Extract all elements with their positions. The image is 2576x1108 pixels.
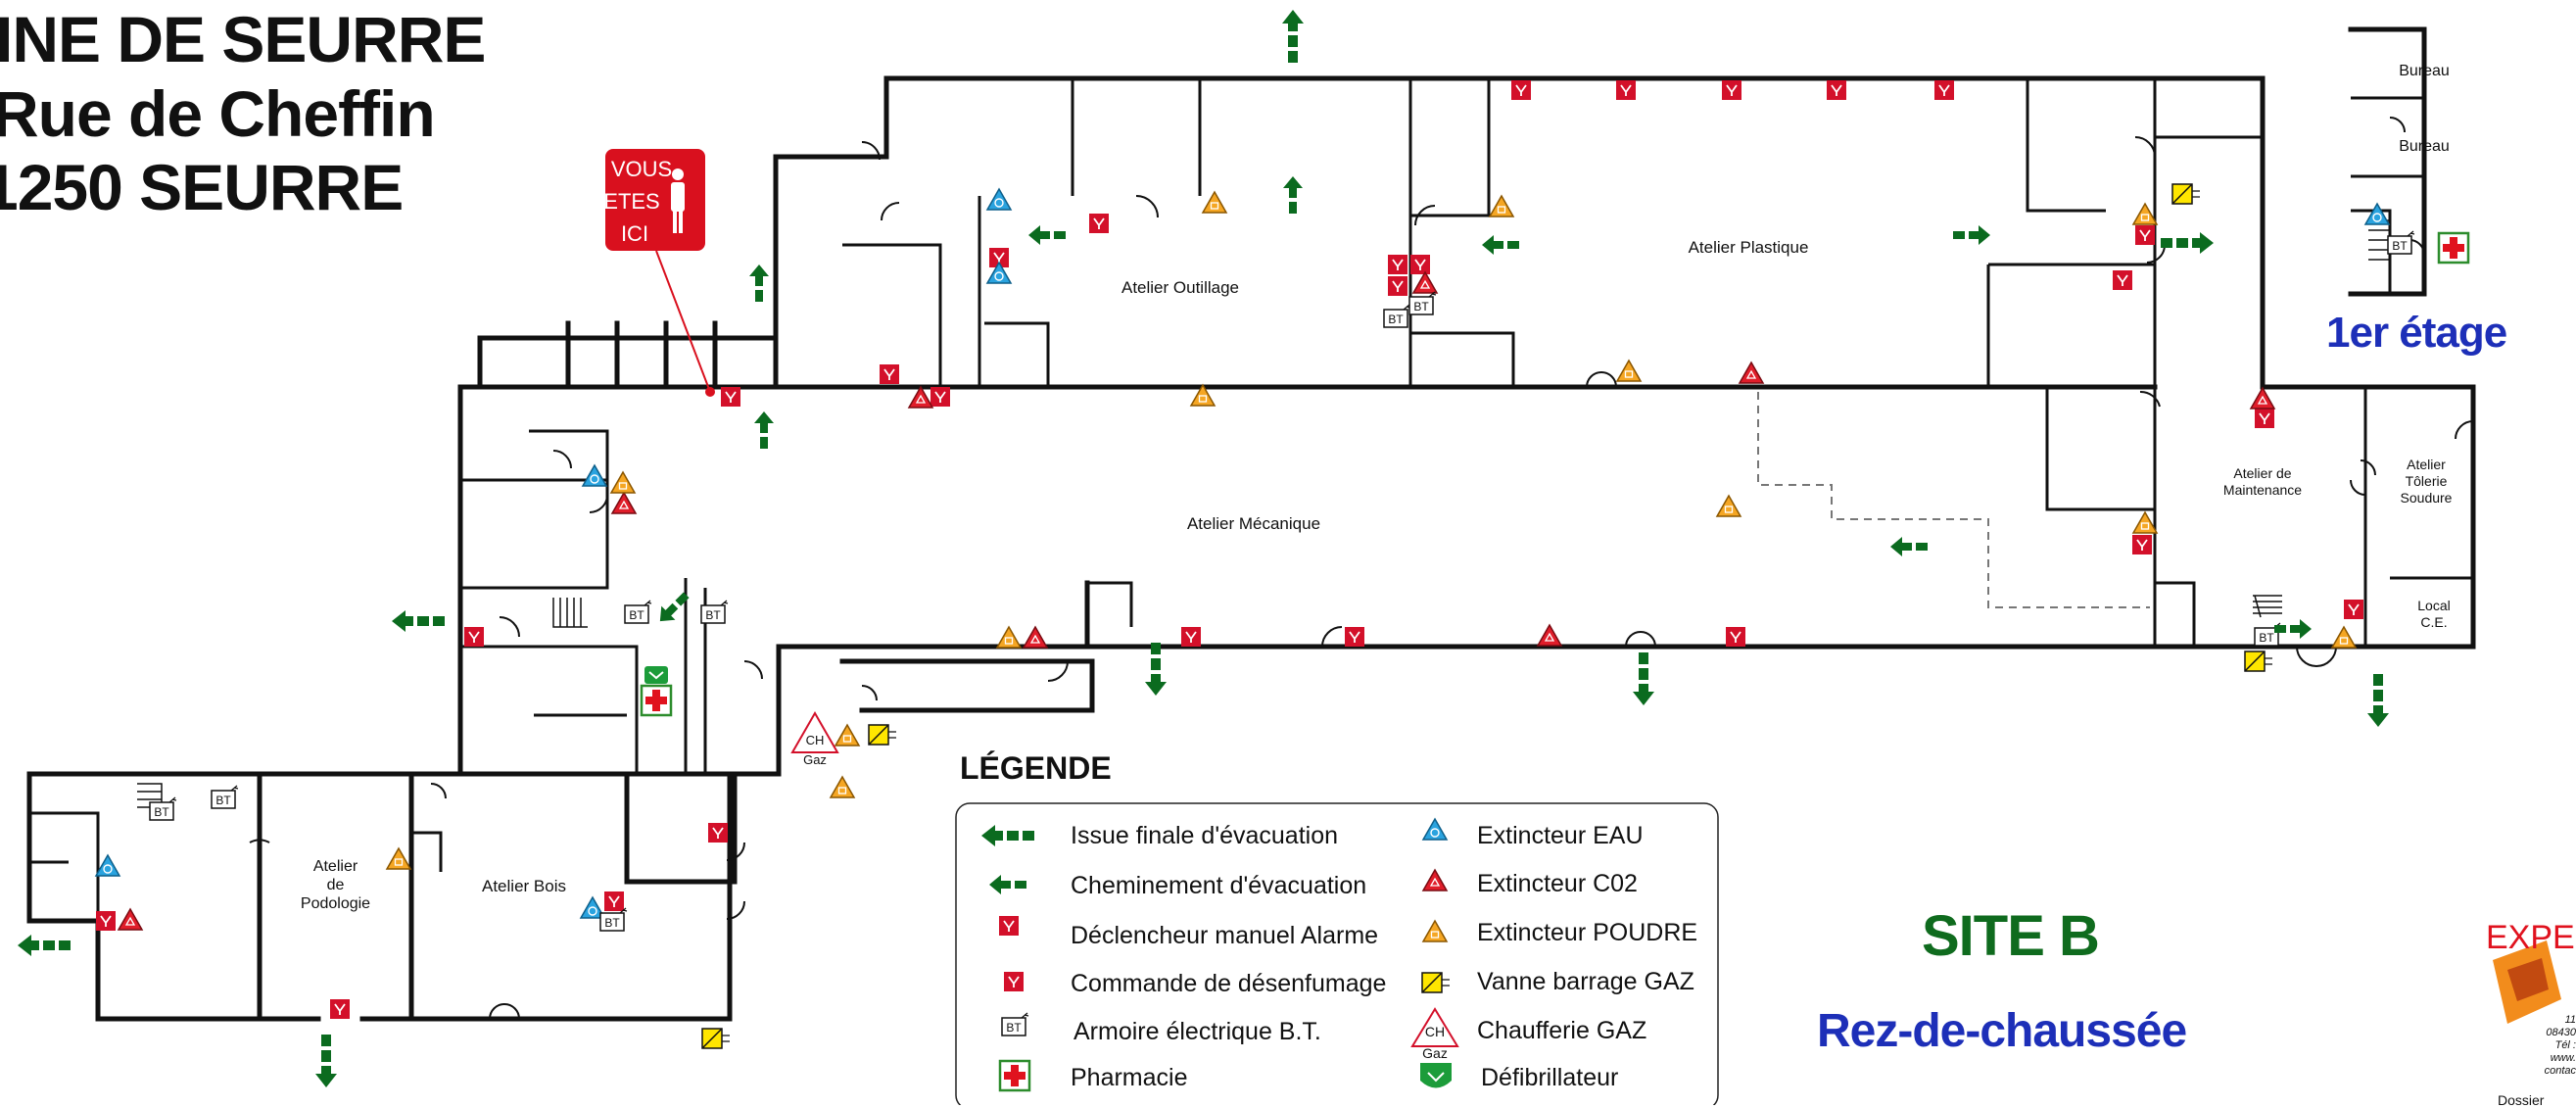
room-bureau-1: Bureau bbox=[2399, 63, 2450, 79]
room-atelier-plastique: Atelier Plastique bbox=[1688, 238, 1809, 257]
stairs bbox=[137, 210, 2390, 813]
room-atelier-podologie: Atelier de Podologie bbox=[300, 858, 371, 913]
floor-label: Rez-de-chaussée bbox=[1817, 1005, 2187, 1057]
legend-title: LÉGENDE bbox=[960, 750, 1112, 786]
interior-walls bbox=[29, 76, 2473, 921]
you-are-here-line2: ETES bbox=[603, 189, 659, 214]
header-line2: Rue de Cheffin bbox=[0, 77, 436, 150]
room-atelier-tolerie: Atelier Tôlerie Soudure bbox=[2400, 457, 2453, 506]
you-are-here-line3: ICI bbox=[621, 221, 648, 246]
room-atelier-bois: Atelier Bois bbox=[482, 877, 566, 895]
you-are-here-sign: VOUS ETES ICI bbox=[603, 149, 715, 397]
site-label: SITE B bbox=[1922, 904, 2100, 968]
legend-item-powder: Extincteur POUDRE bbox=[1477, 919, 1698, 946]
defibrillator-in-plan bbox=[644, 666, 668, 684]
logo-brand: EXPER bbox=[2486, 919, 2576, 956]
room-atelier-maintenance: Atelier de Maintenance bbox=[2222, 465, 2303, 498]
ch-gaz-label-gaz: Gaz bbox=[803, 752, 827, 767]
legend-item-final-exit: Issue finale d'évacuation bbox=[1071, 822, 1339, 849]
powder-extinguishers bbox=[386, 191, 2357, 870]
svg-text:CH: CH bbox=[1425, 1024, 1445, 1039]
you-are-here-line1: VOUS bbox=[611, 157, 672, 181]
legend-item-defib: Défibrillateur bbox=[1481, 1064, 1619, 1091]
header-line1: INE DE SEURRE bbox=[0, 3, 486, 75]
room-atelier-outillage: Atelier Outillage bbox=[1121, 278, 1239, 297]
legend-item-pharmacy: Pharmacie bbox=[1071, 1064, 1188, 1091]
legend-box: CH Gaz bbox=[955, 802, 1719, 1105]
legend-item-cabinet: Armoire électrique B.T. bbox=[1073, 1018, 1321, 1045]
logo-dossier: Dossier bbox=[2498, 1092, 2545, 1108]
building-outer-walls bbox=[26, 26, 2476, 1022]
gas-boiler-room: CH Gaz bbox=[790, 710, 839, 767]
floor-upper-label: 1er étage bbox=[2326, 309, 2507, 357]
legend-item-gas-valve: Vanne barrage GAZ bbox=[1477, 968, 1694, 995]
legend-item-co2: Extincteur C02 bbox=[1477, 870, 1638, 897]
legend-item-evac-path: Cheminement d'évacuation bbox=[1071, 872, 1367, 899]
legend-item-alarm: Déclencheur manuel Alarme bbox=[1071, 922, 1379, 949]
legend-item-smoke: Commande de désenfumage bbox=[1071, 970, 1387, 997]
room-local-ce: Local C.E. bbox=[2417, 598, 2451, 630]
ch-gaz-label-ch: CH bbox=[806, 733, 825, 747]
logo-graphic bbox=[2493, 940, 2561, 1024]
legend-item-water: Extincteur EAU bbox=[1477, 822, 1644, 849]
dashed-zone bbox=[1757, 392, 2150, 608]
room-bureau-2: Bureau bbox=[2399, 138, 2450, 155]
room-atelier-mecanique: Atelier Mécanique bbox=[1186, 514, 1321, 533]
svg-text:Gaz: Gaz bbox=[1422, 1045, 1448, 1061]
door-swings bbox=[249, 117, 2474, 1020]
header-line3: 1250 SEURRE bbox=[0, 151, 404, 223]
legend-item-boiler: Chaufferie GAZ bbox=[1477, 1017, 1647, 1044]
